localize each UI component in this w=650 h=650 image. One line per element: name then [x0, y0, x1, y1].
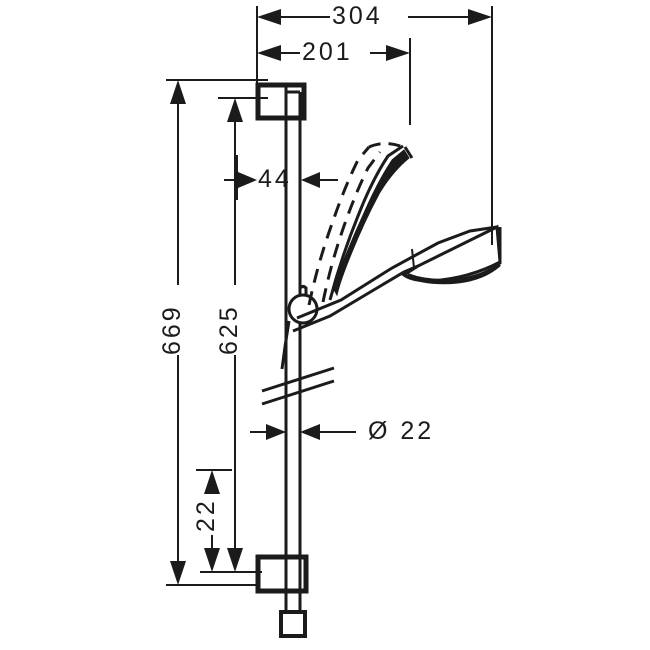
dim-304-arrow-right — [468, 9, 492, 25]
top-wall-bracket — [255, 82, 307, 121]
handshower-handle-top — [296, 225, 498, 320]
handshower-ghost-inner-contour — [321, 151, 382, 303]
dimension-201 — [257, 45, 410, 61]
handshower-ghost-head-top — [368, 142, 404, 149]
dim-669-arrow-bottom — [170, 561, 186, 585]
handshower-upright-spray-face — [332, 149, 410, 297]
slider-holder — [280, 285, 319, 370]
dim-label-304: 304 — [332, 2, 383, 30]
hose-outlet — [279, 591, 307, 638]
dimension-625 — [227, 98, 243, 572]
dim-625-arrow-top — [227, 98, 243, 122]
dim-label-diameter: Ø 22 — [368, 417, 435, 445]
dim-625-arrow-bottom — [227, 548, 243, 572]
dimension-669 — [170, 80, 186, 585]
break-line-1 — [261, 366, 335, 393]
handshower-handle-bottom — [292, 264, 419, 333]
extension-lines — [166, 6, 493, 586]
dimension-diameter — [266, 424, 320, 440]
slider-holder-lever — [298, 285, 308, 296]
dim-dia-arrow-left — [266, 424, 286, 440]
dim-label-44: 44 — [258, 165, 292, 193]
dim-dia-arrow-right — [300, 424, 320, 440]
handshower-ghost-left-contour — [307, 146, 371, 306]
dim-label-625: 625 — [215, 304, 243, 355]
dimension-44 — [224, 172, 338, 188]
handshower — [292, 224, 502, 333]
dimension-304 — [257, 9, 492, 25]
break-symbol — [261, 366, 335, 406]
handshower-upright-head-cap — [403, 146, 414, 159]
hose-connector — [279, 610, 307, 638]
dim-22-arrow-bottom — [204, 548, 220, 572]
dimension-22 — [204, 470, 220, 572]
dim-669-arrow-top — [170, 80, 186, 104]
bottom-wall-bracket — [255, 554, 309, 594]
dim-201-arrow-right — [386, 45, 410, 61]
dim-201-arrow-left — [257, 45, 281, 61]
handshower-spray-face — [405, 260, 501, 285]
handshower-alternate-position — [307, 142, 414, 306]
dim-label-22: 22 — [192, 498, 220, 532]
wall-bar — [284, 90, 302, 612]
handshower-upright-right-contour — [328, 144, 404, 301]
slider-holder-knob — [287, 293, 319, 325]
break-line-2 — [261, 379, 335, 406]
handshower-seam-tick — [411, 248, 415, 269]
dim-44-arrow-left — [238, 172, 257, 188]
dim-44-arrow-right — [301, 172, 320, 188]
bottom-bracket-body — [255, 554, 309, 594]
top-bracket-body — [255, 82, 307, 121]
slider-holder-skirt — [280, 320, 291, 370]
dim-label-669: 669 — [158, 304, 186, 355]
dim-304-arrow-left — [257, 9, 281, 25]
dim-22-arrow-top — [204, 470, 220, 494]
dim-label-201: 201 — [302, 38, 353, 66]
